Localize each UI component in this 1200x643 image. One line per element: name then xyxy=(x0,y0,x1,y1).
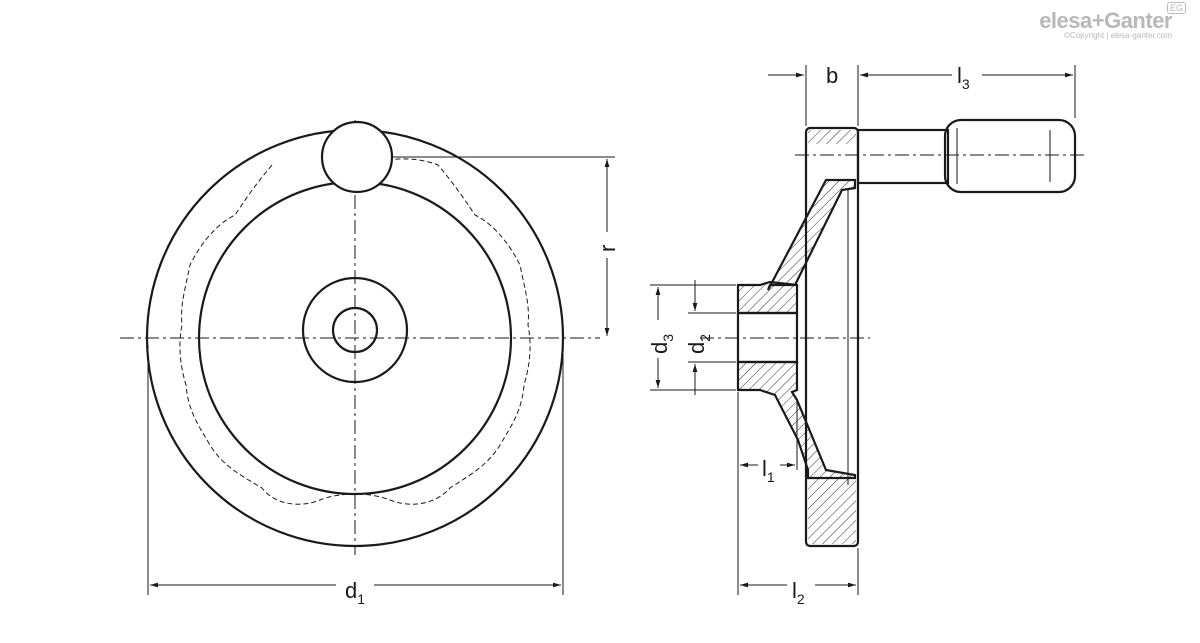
label-d3: d3 xyxy=(647,334,676,354)
label-l2: l2 xyxy=(792,578,805,607)
handle-shaft xyxy=(856,128,950,185)
logo-badge: EG xyxy=(1166,2,1186,14)
front-view xyxy=(120,120,615,595)
handle-grip xyxy=(943,118,1077,194)
label-r: r xyxy=(595,245,620,252)
label-l3: l3 xyxy=(957,63,970,92)
side-view xyxy=(650,65,1085,595)
label-d2: d2 xyxy=(684,334,713,354)
label-l1: l1 xyxy=(762,456,775,485)
logo-brand: elesa+Ganter xyxy=(1039,8,1172,33)
label-b: b xyxy=(826,63,838,88)
copyright-text: ©Copyright | elesa-ganter.com xyxy=(1063,31,1172,40)
label-d1: d1 xyxy=(345,578,365,607)
elesa-ganter-logo: EG elesa+Ganter ©Copyright | elesa-gante… xyxy=(1039,2,1186,40)
revolving-handle-knob xyxy=(320,120,394,194)
hidden-spoke-contour xyxy=(179,158,531,505)
rim-side xyxy=(804,126,860,548)
